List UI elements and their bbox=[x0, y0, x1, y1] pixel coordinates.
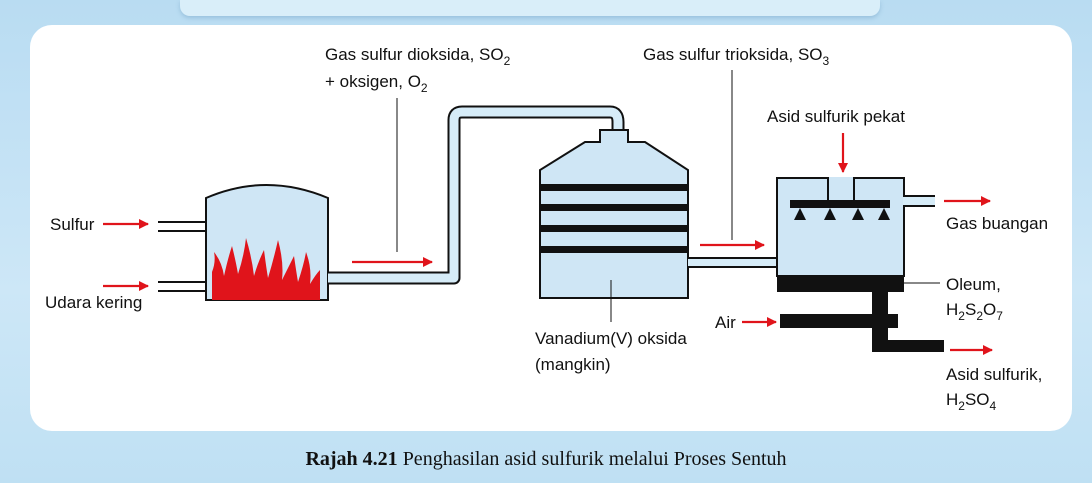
label-conc-acid: Asid sulfurik pekat bbox=[767, 107, 905, 126]
label-catalyst-note: (mangkin) bbox=[535, 355, 611, 374]
label-sulfuric-acid: Asid sulfurik, bbox=[946, 365, 1042, 384]
label-so2: Gas sulfur dioksida, SO2 bbox=[325, 45, 511, 68]
figure-caption-text: Penghasilan asid sulfurik melalui Proses… bbox=[402, 448, 787, 470]
label-sulfuric-acid-formula: H2SO4 bbox=[946, 390, 997, 413]
catalyst-trays bbox=[540, 184, 688, 253]
acid-inlet-pipe bbox=[827, 177, 855, 200]
label-oxygen: + oksigen, O2 bbox=[325, 72, 428, 95]
so3-pipe bbox=[688, 257, 777, 268]
oleum-collector bbox=[777, 276, 904, 292]
label-waste-gas: Gas buangan bbox=[946, 214, 1048, 233]
sulfur-inlet-pipe bbox=[158, 221, 206, 232]
flame-icon bbox=[212, 238, 320, 300]
air-inlet-pipe bbox=[158, 281, 206, 292]
water-pipe bbox=[780, 314, 898, 328]
waste-gas-pipe bbox=[903, 195, 935, 207]
absorption-tower bbox=[776, 177, 905, 277]
label-dry-air: Udara kering bbox=[45, 293, 142, 312]
label-catalyst: Vanadium(V) oksida bbox=[535, 329, 687, 348]
label-sulfur: Sulfur bbox=[50, 215, 95, 234]
figure-label: Rajah 4.21 bbox=[305, 448, 398, 470]
dilution-pipe bbox=[872, 290, 944, 352]
converter-vessel bbox=[539, 129, 689, 299]
label-so3: Gas sulfur trioksida, SO3 bbox=[643, 45, 830, 68]
label-water: Air bbox=[715, 313, 736, 332]
label-oleum: Oleum, bbox=[946, 275, 1001, 294]
figure-caption: Rajah 4.21 Penghasilan asid sulfurik mel… bbox=[0, 448, 1092, 471]
top-tab-decoration bbox=[180, 0, 880, 16]
label-oleum-formula: H2S2O7 bbox=[946, 300, 1003, 323]
spray-nozzle-icon bbox=[790, 200, 890, 220]
